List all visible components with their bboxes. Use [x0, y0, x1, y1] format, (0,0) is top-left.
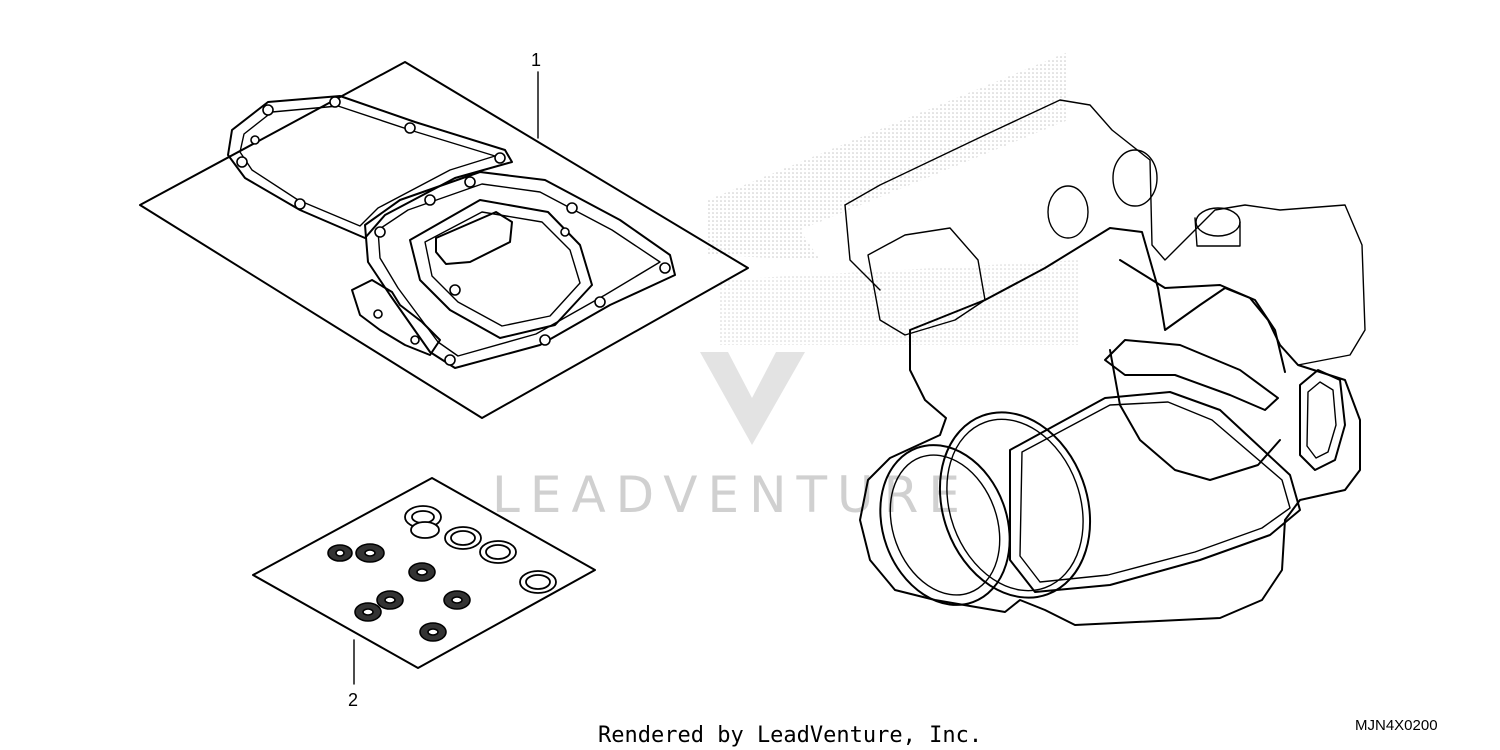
footer-credit: Rendered by LeadVenture, Inc. — [598, 723, 982, 748]
callout-1-label[interactable]: 1 — [531, 50, 541, 70]
part-2-o-ring-kit[interactable] — [252, 477, 596, 669]
part-1-gasket-kit[interactable] — [139, 61, 749, 419]
callout-2-label[interactable]: 2 — [348, 690, 358, 710]
engine-reference-drawing — [844, 99, 1366, 626]
watermark-v-logo-icon — [700, 352, 805, 445]
watermark-brand-text: LEADVENTURE — [492, 466, 970, 524]
watermark-honda-logo — [708, 52, 1080, 345]
diagram-code: MJN4X0200 — [1355, 717, 1438, 734]
